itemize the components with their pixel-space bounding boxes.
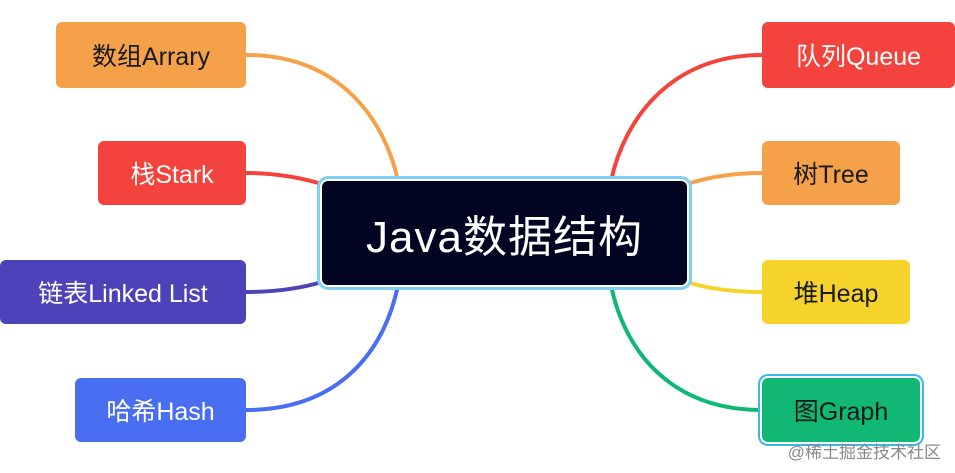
connector-graph: [609, 283, 764, 412]
node-tree-label: 树Tree: [793, 161, 869, 189]
node-queue-label: 队列Queue: [795, 43, 922, 71]
node-stack[interactable]: 栈Stark: [98, 141, 246, 205]
connector-tree: [685, 171, 764, 186]
root-node[interactable]: Java数据结构: [322, 181, 687, 285]
node-linked-list[interactable]: 链表Linked List: [0, 260, 246, 324]
node-array-label: 数组Arrary: [91, 43, 211, 71]
connector-linked-list: [244, 280, 324, 294]
connector-queue: [609, 53, 764, 183]
node-linked-list-label: 链表Linked List: [38, 280, 208, 308]
node-graph-label: 图Graph: [793, 398, 889, 426]
node-heap[interactable]: 堆Heap: [762, 260, 910, 324]
node-hash-label: 哈希Hash: [106, 398, 215, 426]
watermark: @稀土掘金技术社区: [787, 443, 941, 462]
node-graph[interactable]: 图Graph: [762, 378, 920, 442]
node-stack-label: 栈Stark: [130, 161, 214, 189]
connector-heap: [685, 280, 764, 294]
root-node-label: Java数据结构: [366, 213, 643, 262]
node-hash[interactable]: 哈希Hash: [75, 378, 246, 442]
node-array[interactable]: 数组Arrary: [56, 22, 246, 88]
connector-hash: [244, 283, 400, 412]
connector-stack: [244, 171, 324, 186]
node-heap-label: 堆Heap: [793, 280, 879, 308]
node-queue[interactable]: 队列Queue: [762, 22, 955, 88]
connector-array: [244, 53, 400, 183]
node-tree[interactable]: 树Tree: [762, 141, 900, 205]
